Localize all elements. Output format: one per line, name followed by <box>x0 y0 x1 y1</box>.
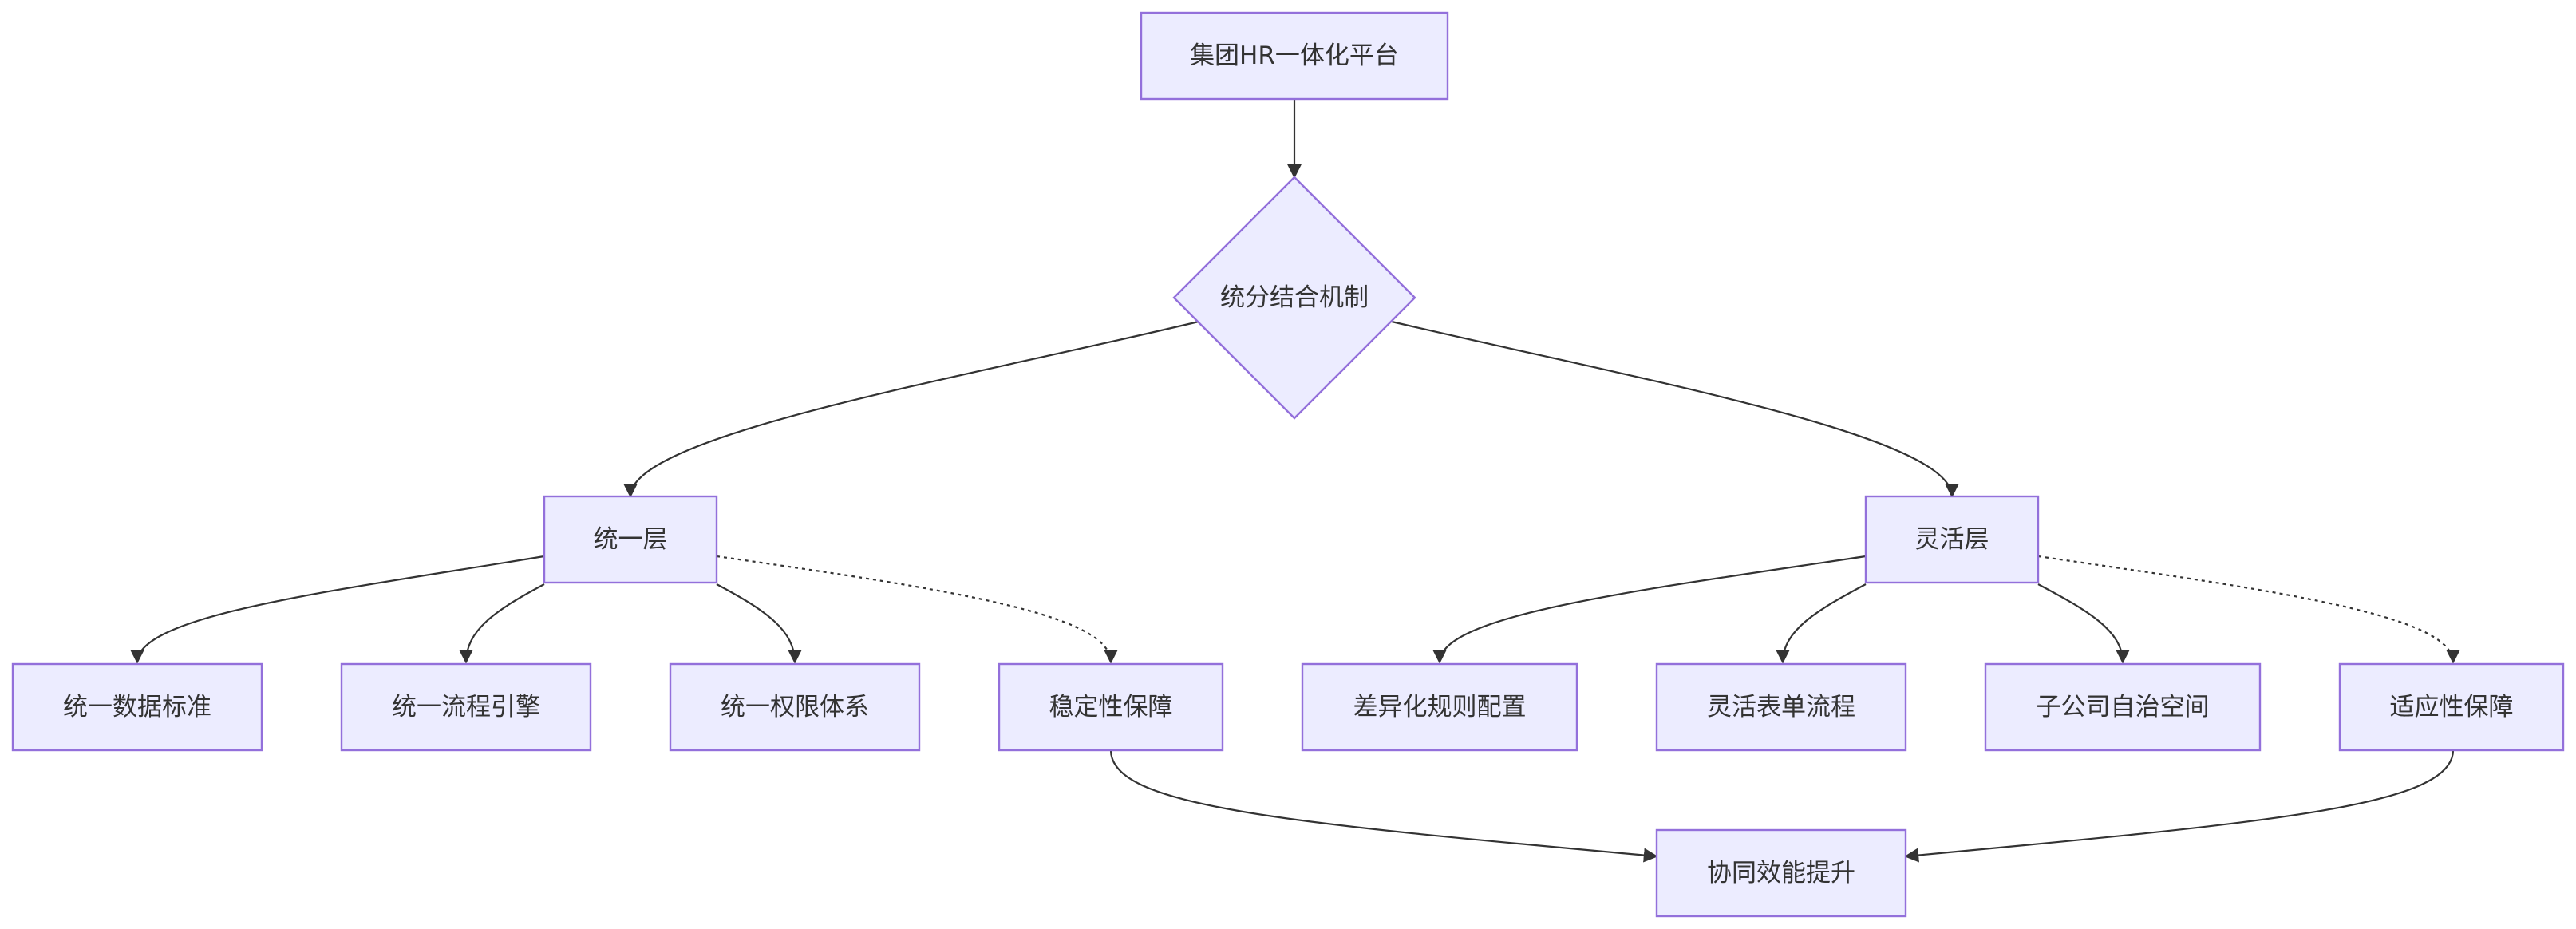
edge-unified-layer-to-data-standard <box>130 555 545 664</box>
node-synergy-label: 协同效能提升 <box>1707 859 1855 887</box>
node-permission-system: 统一权限体系 <box>669 662 921 752</box>
edge-mechanism-to-flexible-layer <box>1391 320 1959 498</box>
edge-unified-layer-to-process-engine <box>459 583 545 664</box>
node-flex-forms-label: 灵活表单流程 <box>1707 693 1855 721</box>
node-stability-label: 稳定性保障 <box>1049 693 1173 721</box>
node-mechanism: 统分结合机制 <box>1172 176 1416 420</box>
edge-unified-layer-to-permission-system <box>716 583 802 664</box>
edge-flexible-layer-to-subsidiary-autonomy <box>2037 583 2130 664</box>
edge-mechanism-to-unified-layer <box>623 320 1199 498</box>
node-mechanism-label: 统分结合机制 <box>1220 283 1369 312</box>
edge-unified-layer-to-stability <box>716 555 1118 664</box>
node-platform-label: 集团HR一体化平台 <box>1190 42 1399 70</box>
node-flexible-layer-label: 灵活层 <box>1915 525 1989 554</box>
node-permission-system-label: 统一权限体系 <box>721 693 869 721</box>
node-adaptability-label: 适应性保障 <box>2390 693 2514 721</box>
node-flex-forms: 灵活表单流程 <box>1655 662 1907 752</box>
edges-group <box>130 99 2460 863</box>
nodes-group: 集团HR一体化平台 统分结合机制 统一层 灵活层 统一数据标准 统一流程引擎 统… <box>11 11 2565 918</box>
node-unified-layer: 统一层 <box>543 495 718 584</box>
node-unified-layer-label: 统一层 <box>594 525 668 554</box>
node-subsidiary-autonomy-label: 子公司自治空间 <box>2037 693 2210 721</box>
edge-flexible-layer-to-adaptability <box>2037 555 2460 664</box>
node-diff-rules-label: 差异化规则配置 <box>1353 693 1527 721</box>
node-synergy: 协同效能提升 <box>1655 828 1907 918</box>
edge-stability-to-synergy <box>1109 749 1658 863</box>
node-adaptability: 适应性保障 <box>2338 662 2565 752</box>
edge-flexible-layer-to-diff-rules <box>1432 555 1867 664</box>
node-stability: 稳定性保障 <box>998 662 1224 752</box>
node-diff-rules: 差异化规则配置 <box>1301 662 1578 752</box>
node-process-engine: 统一流程引擎 <box>340 662 592 752</box>
node-data-standard-label: 统一数据标准 <box>63 693 211 721</box>
node-data-standard: 统一数据标准 <box>11 662 263 752</box>
node-process-engine-label: 统一流程引擎 <box>392 693 540 721</box>
node-platform: 集团HR一体化平台 <box>1140 11 1449 101</box>
node-subsidiary-autonomy: 子公司自治空间 <box>1984 662 2262 752</box>
edge-adaptability-to-synergy <box>1904 749 2455 863</box>
node-flexible-layer: 灵活层 <box>1864 495 2040 584</box>
edge-flexible-layer-to-flex-forms <box>1776 583 1867 664</box>
